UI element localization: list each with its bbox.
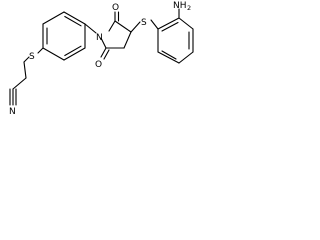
amine-subscript-label: 2 <box>187 4 191 12</box>
imide-nitrogen-label: N <box>96 33 103 43</box>
top-oxygen-label: O <box>112 3 119 13</box>
aminophenyl-group <box>130 8 194 64</box>
cyanoethylthio-chain <box>9 47 44 106</box>
bottom-oxygen-label: O <box>95 60 102 70</box>
left-sulfur-label: S <box>29 52 35 62</box>
left-benzene-ring <box>42 11 86 61</box>
upper-sulfur-label: S <box>141 18 147 28</box>
nitrile-nitrogen-label: N <box>9 107 16 117</box>
chemical-structure: N S S O O N NH 2 <box>9 1 194 117</box>
amine-label: NH <box>173 1 187 11</box>
succinimide-ring <box>84 11 132 60</box>
